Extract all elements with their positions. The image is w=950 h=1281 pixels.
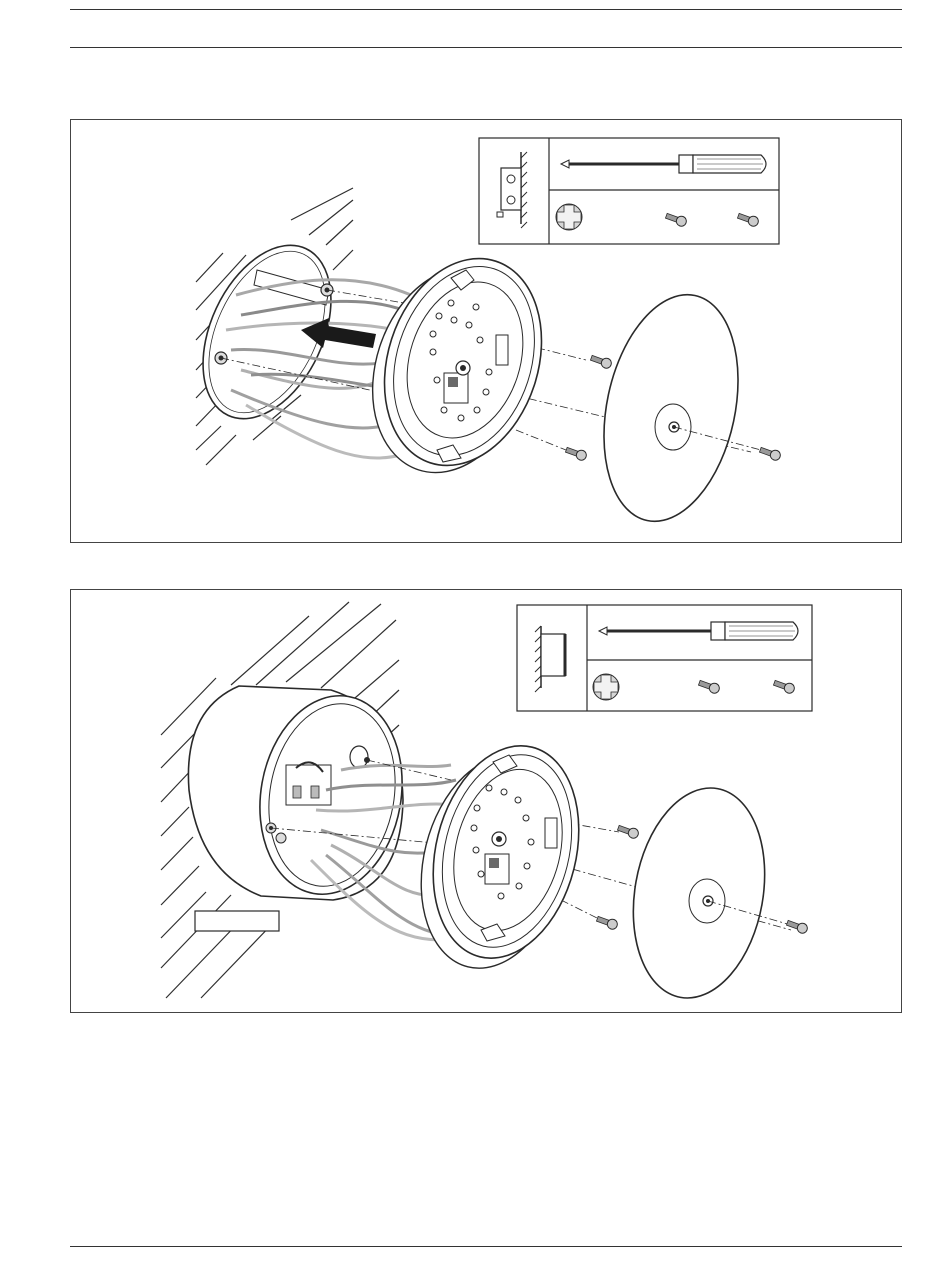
surface-mount-box — [188, 684, 417, 905]
screw-icon — [596, 914, 619, 931]
front-cover — [618, 777, 791, 1008]
surface-mount-illustration — [71, 590, 901, 1012]
installation-figure-surface-mount — [70, 589, 902, 1013]
tool-legend-panel — [479, 138, 779, 244]
screw-icon — [565, 445, 588, 462]
header-rule-top — [70, 9, 902, 10]
phillips-cross-icon — [593, 674, 619, 700]
footer-rule — [70, 1246, 902, 1247]
front-cover — [584, 282, 761, 534]
tool-legend-panel — [517, 605, 812, 711]
screw-icon — [590, 353, 613, 370]
screw-icon — [617, 823, 640, 840]
phillips-cross-icon — [556, 204, 582, 230]
screw-icon — [759, 445, 782, 462]
installation-figure-flush-mount — [70, 119, 902, 543]
box-label — [195, 911, 279, 931]
screw-icon — [786, 918, 809, 935]
flush-mount-illustration — [71, 120, 901, 542]
header-rule-bottom — [70, 47, 902, 48]
